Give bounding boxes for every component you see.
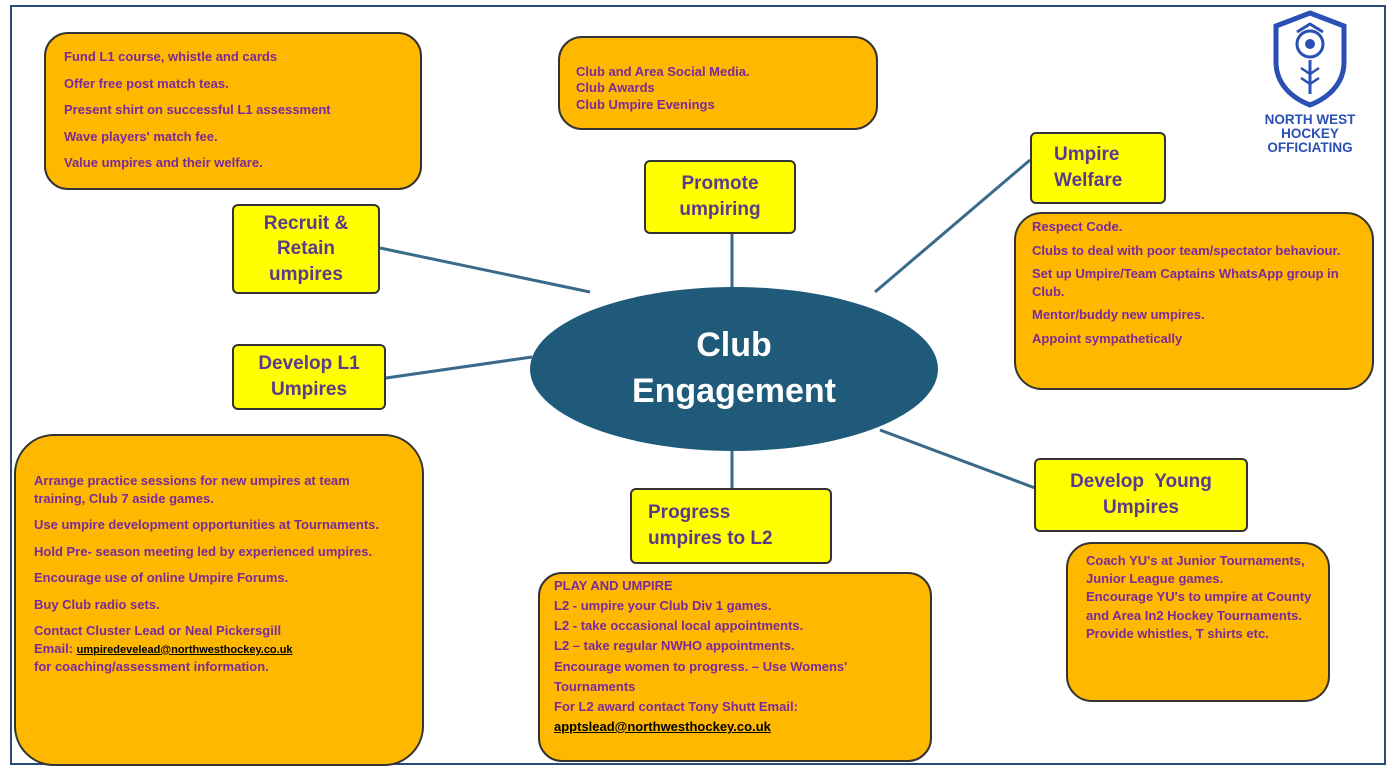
node-umpire-welfare: Umpire Welfare [1030, 132, 1166, 204]
logo-wordmark: NORTH WEST HOCKEY OFFICIATING [1245, 112, 1375, 156]
welfare-info-box: Respect Code. Clubs to deal with poor te… [1014, 212, 1374, 390]
welfare-item: Appoint sympathetically [1032, 330, 1183, 346]
central-node: Club Engagement [530, 287, 938, 451]
node-label: Umpires [270, 379, 348, 400]
central-node-line: Engagement [631, 372, 837, 410]
progress-item: L2 - take occasional local appointments. [554, 618, 804, 634]
node-label: umpires to L2 [648, 528, 773, 549]
connector-young [879, 428, 1036, 490]
progress-item: Encourage women to progress. – Use Women… [554, 658, 848, 694]
recruit-item: Value umpires and their welfare. [64, 155, 263, 171]
node-progress-l2: Progress umpires to L2 [630, 488, 832, 564]
progress-item: PLAY AND UMPIRE [554, 578, 673, 593]
develop-l1-item: Hold Pre- season meeting led by experien… [34, 543, 373, 559]
connector-develop-l1 [385, 355, 533, 380]
develop-l1-item: Use umpire development opportunities at … [34, 517, 380, 533]
welfare-item: Set up Umpire/Team Captains WhatsApp gro… [1032, 266, 1339, 299]
logo-text-line: HOCKEY [1281, 126, 1339, 142]
develop-l1-info-box: Arrange practice sessions for new umpire… [14, 434, 424, 766]
progress-item: For L2 award contact Tony Shutt Email: [554, 698, 798, 714]
node-label: Develop L1 [258, 353, 360, 375]
progress-info-box: PLAY AND UMPIRE L2 - umpire your Club Di… [538, 572, 932, 762]
promote-item: Club Awards [576, 80, 655, 96]
node-promote-umpiring: Promote umpiring [644, 160, 796, 234]
young-item: Coach YU's at Junior Tournaments, Junior… [1086, 553, 1305, 587]
node-label: Welfare [1054, 170, 1123, 191]
nwho-logo: NORTH WEST HOCKEY OFFICIATING [1245, 10, 1375, 156]
node-label: Develop Young [1070, 471, 1212, 493]
recruit-item: Offer free post match teas. [64, 75, 229, 91]
develop-l1-contact-line: Contact Cluster Lead or Neal Pickersgill [34, 623, 282, 639]
node-label: Recruit & [263, 212, 349, 234]
young-item: Encourage YU's to umpire at County and A… [1086, 589, 1312, 623]
logo-text-line: NORTH WEST [1264, 112, 1356, 127]
recruit-item: Fund L1 course, whistle and cards [64, 49, 278, 64]
progress-item: L2 - umpire your Club Div 1 games. [554, 598, 772, 614]
node-label: Promote [681, 173, 759, 195]
develop-l1-item: Arrange practice sessions for new umpire… [34, 473, 350, 506]
young-info-box: Coach YU's at Junior Tournaments, Junior… [1066, 542, 1330, 702]
progress-email-link[interactable]: apptslead@northwesthockey.co.uk [554, 718, 771, 734]
central-node-line: Club [696, 326, 772, 365]
node-label: umpiring [679, 199, 761, 220]
shield-icon [1273, 10, 1347, 108]
connector-recruit [379, 246, 591, 294]
recruit-item: Wave players' match fee. [64, 128, 218, 144]
node-develop-young: Develop Young Umpires [1034, 458, 1248, 532]
develop-l1-email-label: Email: [34, 640, 77, 656]
young-item: Provide whistles, T shirts etc. [1086, 625, 1269, 641]
develop-l1-contact: Contact Cluster Lead or Neal Pickersgill… [34, 622, 404, 675]
develop-l1-contact-line: for coaching/assessment information. [34, 658, 269, 674]
node-label: umpires [269, 263, 343, 285]
node-label: Umpires [1102, 497, 1179, 518]
promote-item: Club Umpire Evenings [576, 96, 715, 112]
promote-item: Club and Area Social Media. [576, 64, 750, 79]
promote-info-box: Club and Area Social Media. Club Awards … [558, 36, 878, 130]
logo-text-line: OFFICIATING [1267, 140, 1353, 156]
develop-l1-email-link[interactable]: umpiredevelead@northwesthockey.co.uk [76, 643, 293, 656]
progress-item: L2 – take regular NWHO appointments. [554, 638, 795, 654]
node-label: Retain [276, 238, 336, 260]
recruit-item: Present shirt on successful L1 assessmen… [64, 102, 331, 118]
welfare-item: Respect Code. [1032, 219, 1123, 234]
node-develop-l1: Develop L1 Umpires [232, 344, 386, 410]
recruit-info-box: Fund L1 course, whistle and cards Offer … [44, 32, 422, 190]
node-recruit-retain: Recruit & Retain umpires [232, 204, 380, 294]
develop-l1-item: Encourage use of online Umpire Forums. [34, 570, 289, 586]
develop-l1-item: Buy Club radio sets. [34, 596, 160, 612]
node-label: Umpire [1054, 144, 1120, 166]
connector-welfare [874, 158, 1031, 294]
welfare-item: Clubs to deal with poor team/spectator b… [1032, 242, 1341, 258]
diagram-frame [10, 5, 1386, 765]
node-label: Progress [648, 502, 731, 524]
welfare-item: Mentor/buddy new umpires. [1032, 307, 1205, 323]
